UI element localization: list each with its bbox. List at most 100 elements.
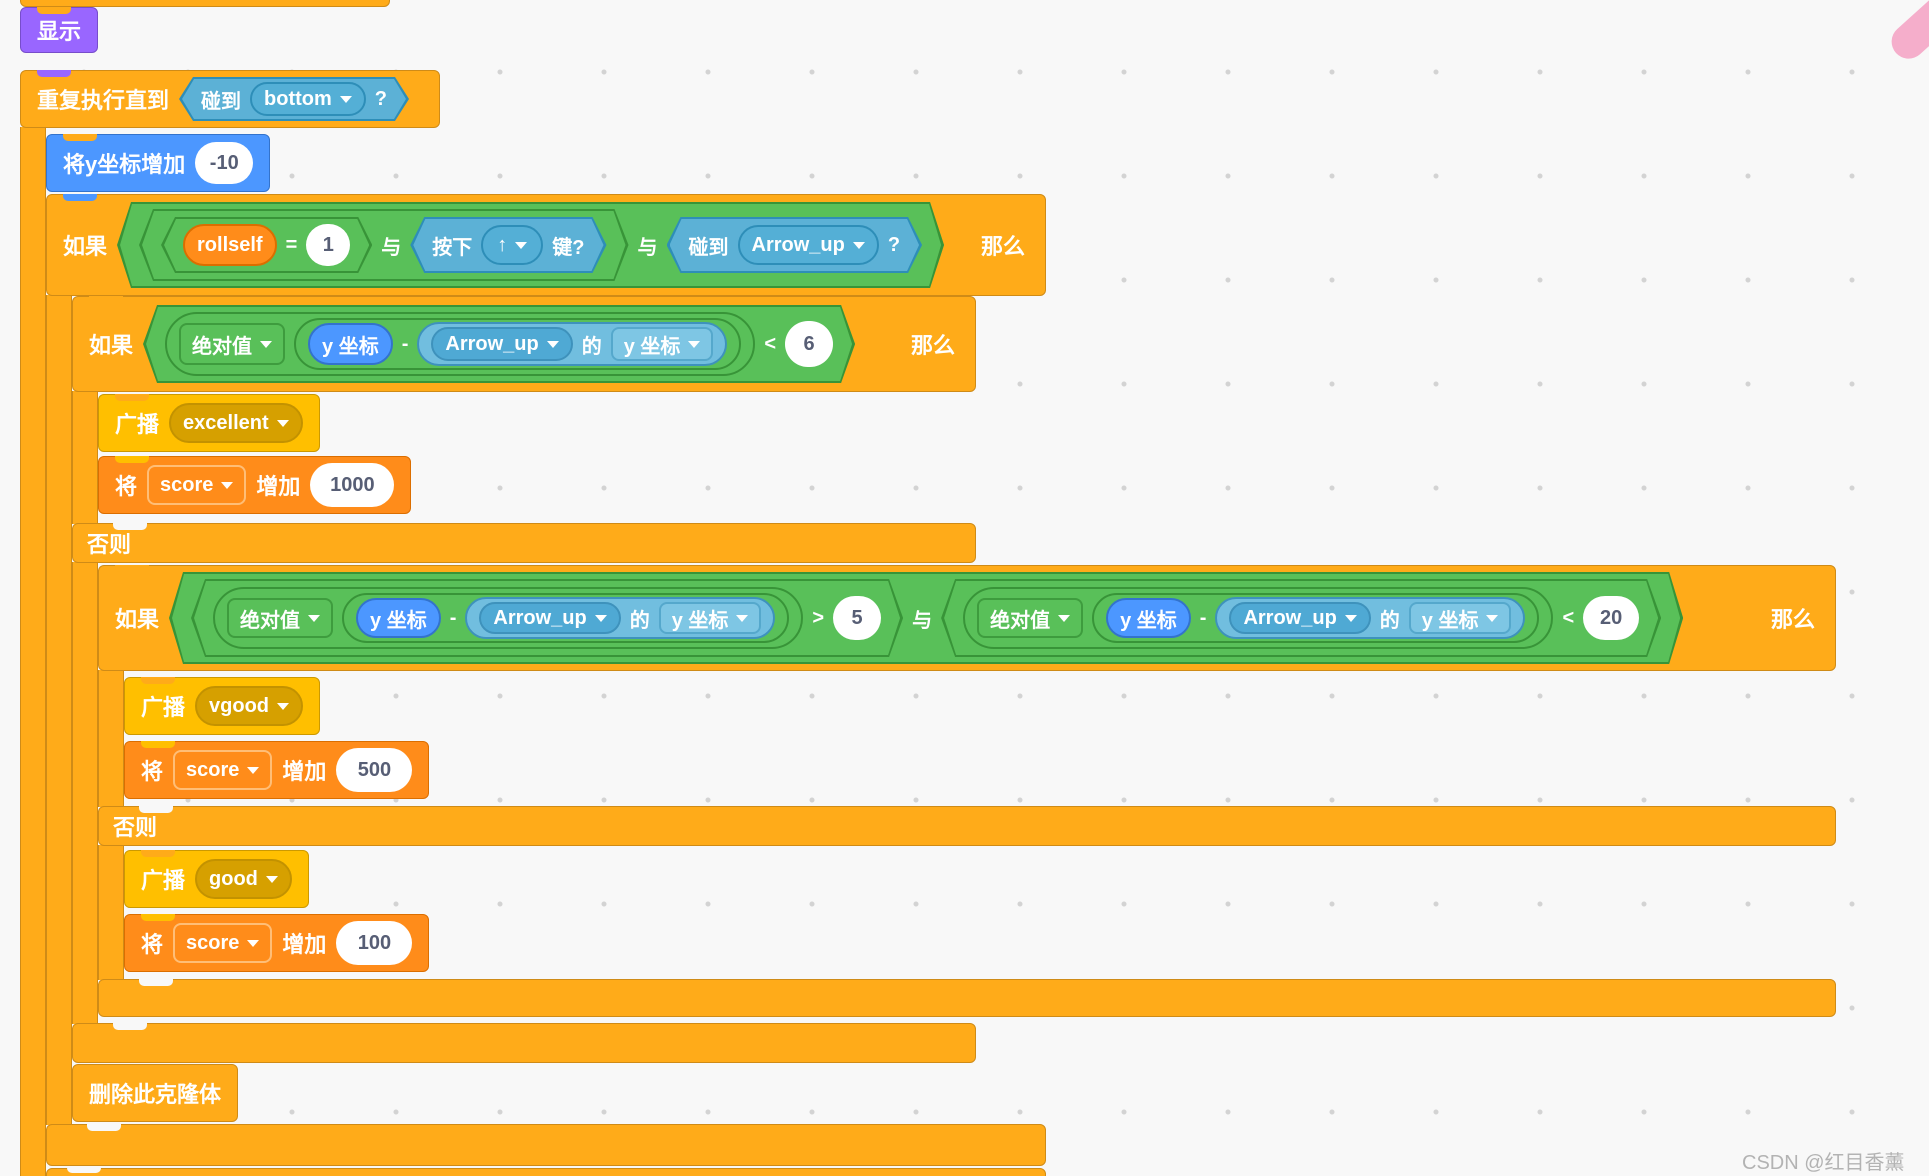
- y-position-reporter[interactable]: y 坐标: [1106, 598, 1191, 638]
- touching-target-dropdown[interactable]: bottom: [250, 82, 366, 116]
- if1-block[interactable]: 如果 绝对值 y 坐标 - Arrow_up: [72, 295, 976, 392]
- sprite-dropdown[interactable]: Arrow_up: [431, 327, 572, 361]
- broadcast-block[interactable]: 广播 excellent: [98, 393, 320, 452]
- variable-dropdown[interactable]: score: [173, 750, 273, 790]
- broadcast-message-dropdown[interactable]: good: [195, 859, 292, 899]
- change-var-suffix: 增加: [256, 474, 301, 499]
- broadcast-message-dropdown[interactable]: vgood: [195, 686, 304, 726]
- touching-condition-block[interactable]: 碰到 Arrow_up ?: [667, 217, 923, 273]
- if-outer-block[interactable]: 如果 rollself = 1 与 按下 ↑ 键?: [46, 193, 1046, 296]
- y-position-reporter[interactable]: y 坐标: [308, 323, 393, 365]
- dropdown-value: ↑: [497, 233, 508, 256]
- abs-dropdown[interactable]: 绝对值: [179, 323, 285, 365]
- abs-operator-block[interactable]: 绝对值 y 坐标 - Arrow_up 的: [963, 587, 1553, 649]
- notch-dip: [113, 522, 147, 530]
- compare-input[interactable]: 6: [785, 321, 833, 367]
- if1-close-bar[interactable]: [72, 1022, 976, 1063]
- broadcast-message-dropdown[interactable]: excellent: [169, 403, 303, 443]
- cutoff-block-top[interactable]: [20, 0, 390, 7]
- repeat-until-arm[interactable]: [20, 127, 46, 1176]
- if2-else-bar[interactable]: 否则: [98, 805, 1836, 846]
- property-dropdown[interactable]: y 坐标: [1409, 602, 1512, 634]
- abs-operator-block[interactable]: 绝对值 y 坐标 - Arrow_up 的: [213, 587, 803, 649]
- equals-operator-block[interactable]: rollself = 1: [161, 217, 372, 273]
- repeat-until-block[interactable]: 重复执行直到 碰到 bottom ?: [20, 69, 440, 128]
- if1-arm[interactable]: [72, 391, 98, 524]
- subtract-operator-block[interactable]: y 坐标 - Arrow_up 的 y 坐标: [294, 318, 741, 370]
- variable-dropdown[interactable]: score: [147, 465, 247, 505]
- compare-input[interactable]: 5: [833, 596, 881, 640]
- less-than-label: <: [1562, 606, 1575, 629]
- if2-arm[interactable]: [98, 670, 124, 807]
- dropdown-value: excellent: [183, 411, 269, 434]
- change-variable-block[interactable]: 将 score 增加 100: [124, 913, 430, 972]
- variable-rollself[interactable]: rollself: [183, 224, 277, 266]
- notch-dip: [139, 978, 173, 986]
- if2-close-bar[interactable]: [98, 978, 1836, 1017]
- of-label: 的: [1379, 609, 1400, 632]
- greater-than-operator-block[interactable]: 绝对值 y 坐标 - Arrow_up 的: [191, 579, 903, 657]
- subtract-operator-block[interactable]: y 坐标 - Arrow_up 的 y 坐标: [1092, 593, 1539, 643]
- broadcast-block[interactable]: 广播 good: [124, 849, 309, 908]
- change-var-input[interactable]: 500: [336, 748, 413, 792]
- dropdown-value: bottom: [264, 87, 332, 110]
- abs-dropdown[interactable]: 绝对值: [977, 598, 1083, 638]
- variable-name: rollself: [197, 233, 263, 256]
- if-outer-arm[interactable]: [46, 295, 72, 1125]
- if1-else-bar[interactable]: 否则: [72, 522, 976, 563]
- key-dropdown[interactable]: ↑: [481, 225, 543, 265]
- equals-input[interactable]: 1: [306, 224, 350, 266]
- change-variable-block[interactable]: 将 score 增加 500: [124, 740, 430, 799]
- broadcast-block[interactable]: 广播 vgood: [124, 676, 321, 735]
- change-var-input[interactable]: 100: [336, 921, 413, 965]
- broadcast-label: 广播: [141, 695, 186, 720]
- property-dropdown[interactable]: y 坐标: [659, 602, 762, 634]
- notch-dip: [67, 1167, 101, 1173]
- repeat-until-label: 重复执行直到: [37, 88, 170, 113]
- change-y-input[interactable]: -10: [195, 142, 254, 184]
- dropdown-arrow-icon: [308, 615, 320, 622]
- cutoff-if-block-bottom[interactable]: [46, 1167, 1046, 1176]
- property-dropdown[interactable]: y 坐标: [611, 327, 714, 361]
- y-position-reporter[interactable]: y 坐标: [356, 598, 441, 638]
- change-var-input[interactable]: 1000: [310, 463, 395, 507]
- sprite-dropdown[interactable]: Arrow_up: [1229, 602, 1370, 634]
- change-y-block[interactable]: 将y坐标增加 -10: [46, 133, 271, 192]
- reporter-label: y 坐标: [1120, 609, 1177, 632]
- and-label: 与: [381, 236, 402, 259]
- then-label: 那么: [980, 234, 1025, 259]
- if-outer-close-bar[interactable]: [46, 1123, 1046, 1166]
- dropdown-arrow-icon: [260, 341, 272, 348]
- if2-arm2[interactable]: [98, 845, 124, 980]
- and-operator-block[interactable]: rollself = 1 与 按下 ↑ 键?: [139, 209, 628, 281]
- minus-label: -: [449, 606, 457, 629]
- and-operator-block[interactable]: 绝对值 y 坐标 - Arrow_up 的: [169, 572, 1683, 664]
- change-var-prefix: 将: [115, 474, 138, 499]
- key-pressed-block[interactable]: 按下 ↑ 键?: [410, 217, 606, 273]
- dropdown-arrow-icon: [247, 766, 260, 774]
- notch-bump: [37, 69, 71, 77]
- less-than-operator-block[interactable]: 绝对值 y 坐标 - Arrow_up 的: [941, 579, 1661, 657]
- property-of-block[interactable]: Arrow_up 的 y 坐标: [417, 322, 727, 366]
- if1-arm2[interactable]: [72, 562, 98, 1024]
- if2-block[interactable]: 如果 绝对值 y 坐标 - Arrow_up: [98, 564, 1836, 671]
- dropdown-value: y 坐标: [1421, 609, 1479, 632]
- delete-clone-label: 删除此克隆体: [89, 1082, 222, 1107]
- change-variable-block[interactable]: 将 score 增加 1000: [98, 455, 412, 514]
- delete-clone-block[interactable]: 删除此克隆体: [72, 1064, 239, 1122]
- property-of-block[interactable]: Arrow_up 的 y 坐标: [1215, 597, 1525, 639]
- touching-target-dropdown[interactable]: Arrow_up: [738, 225, 879, 265]
- compare-input[interactable]: 20: [1583, 596, 1639, 640]
- subtract-operator-block[interactable]: y 坐标 - Arrow_up 的 y 坐标: [342, 593, 789, 643]
- touching-condition-block[interactable]: 碰到 bottom ?: [179, 77, 409, 121]
- property-of-block[interactable]: Arrow_up 的 y 坐标: [465, 597, 775, 639]
- and-operator-block[interactable]: rollself = 1 与 按下 ↑ 键? 与 碰到: [117, 202, 944, 288]
- show-block[interactable]: 显示: [20, 6, 99, 53]
- dropdown-arrow-icon: [595, 615, 607, 622]
- abs-operator-block[interactable]: 绝对值 y 坐标 - Arrow_up 的: [165, 312, 755, 376]
- less-than-operator-block[interactable]: 绝对值 y 坐标 - Arrow_up 的: [143, 305, 855, 383]
- variable-dropdown[interactable]: score: [173, 923, 273, 963]
- abs-dropdown[interactable]: 绝对值: [227, 598, 333, 638]
- sprite-dropdown[interactable]: Arrow_up: [479, 602, 620, 634]
